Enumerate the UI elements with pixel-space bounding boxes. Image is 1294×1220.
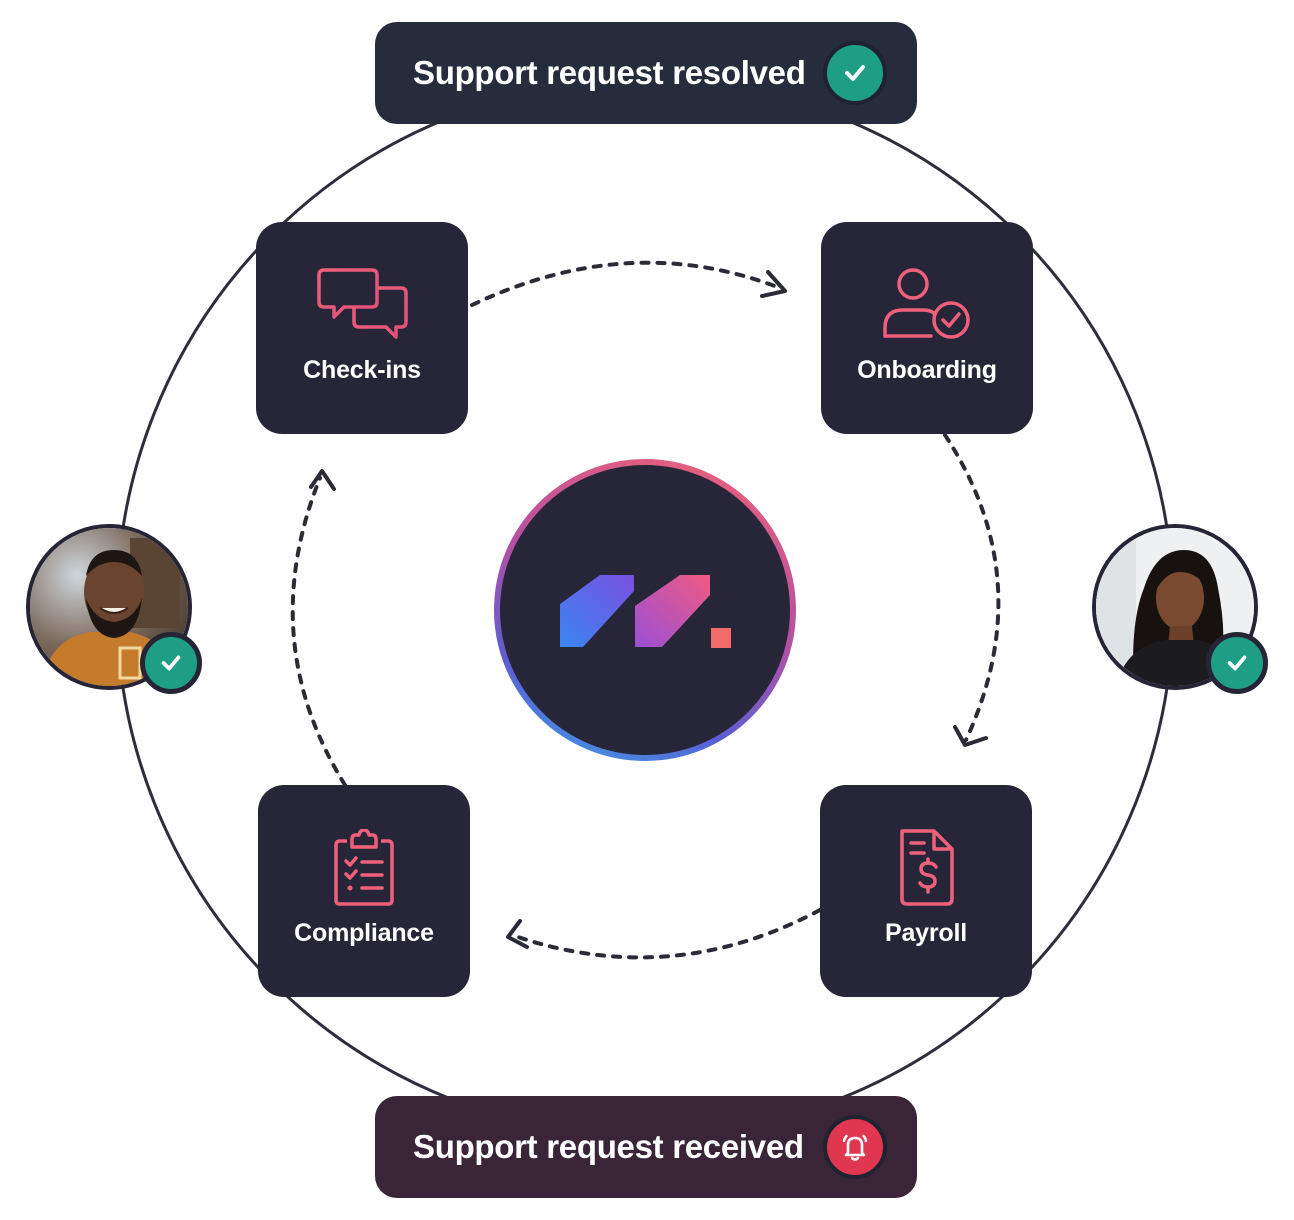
check-icon (845, 65, 865, 81)
arrowhead-payroll (953, 725, 988, 747)
arrowhead-compliance (506, 919, 529, 949)
step-label-onboarding: Onboarding (857, 356, 997, 384)
center-logo-disc (500, 465, 790, 755)
resolved-check-badge (823, 41, 887, 105)
step-label-compliance: Compliance (294, 919, 434, 947)
left-avatar-check-badge (140, 632, 202, 694)
check-icon (161, 655, 181, 671)
user-check-icon (879, 266, 975, 346)
bell-icon (842, 1134, 868, 1161)
step-label-payroll: Payroll (885, 919, 967, 947)
support-received-banner: Support request received (375, 1096, 917, 1198)
center-logo-ring (494, 459, 796, 761)
flow-arrow-checkins-to-onboarding (470, 260, 782, 307)
arrowhead-checkins (309, 469, 336, 491)
received-bell-badge (823, 1115, 887, 1179)
right-avatar-check-badge (1206, 632, 1268, 694)
flow-arrow-compliance-to-checkins (290, 476, 347, 787)
brand-logo (560, 575, 731, 648)
support-resolved-banner: Support request resolved (375, 22, 917, 124)
support-resolved-text: Support request resolved (413, 54, 806, 91)
step-card-compliance[interactable]: Compliance (258, 785, 470, 997)
arrowhead-onboarding (760, 270, 787, 298)
chat-bubbles-icon (314, 266, 410, 346)
step-card-check-ins[interactable]: Check-ins (256, 222, 468, 434)
clipboard-checklist-icon (316, 829, 412, 909)
step-label-check-ins: Check-ins (303, 356, 421, 384)
flow-arrow-payroll-to-compliance (510, 908, 822, 960)
step-card-onboarding[interactable]: Onboarding (821, 222, 1033, 434)
left-person-avatar (26, 524, 192, 690)
support-received-text: Support request received (413, 1128, 804, 1165)
step-card-payroll[interactable]: Payroll (820, 785, 1032, 997)
flow-arrow-onboarding-to-payroll (943, 433, 1001, 742)
check-icon (1227, 655, 1247, 671)
invoice-dollar-icon (878, 829, 974, 909)
